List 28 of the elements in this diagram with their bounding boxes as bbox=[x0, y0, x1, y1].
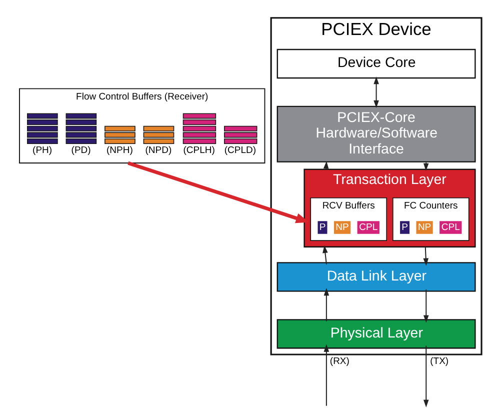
arrow bbox=[323, 344, 329, 406]
node-box: PCIEX-Core Hardware/Software Interface bbox=[276, 106, 476, 162]
arrow bbox=[323, 288, 329, 322]
arrow bbox=[422, 290, 428, 323]
node-label: (CPLH) bbox=[182, 144, 214, 156]
edge-label: (RX) bbox=[329, 356, 349, 367]
node-label: (CPLD) bbox=[224, 144, 256, 156]
node-box: CPL bbox=[438, 220, 462, 235]
node-box: NP bbox=[414, 220, 434, 235]
node-label: (NPD) bbox=[144, 144, 172, 156]
arrow bbox=[422, 346, 428, 408]
node-box: Physical Layer bbox=[276, 319, 476, 349]
node-box: NP bbox=[332, 220, 351, 235]
arrow bbox=[322, 161, 328, 170]
node-box: Data Link Layer bbox=[276, 262, 476, 292]
node-box: P bbox=[398, 220, 410, 235]
node-box: P bbox=[316, 220, 328, 235]
arrow bbox=[322, 245, 328, 264]
arrow bbox=[373, 76, 378, 108]
node-label: (NPH) bbox=[106, 144, 132, 156]
arrow bbox=[422, 246, 428, 266]
node-box: Device Core bbox=[276, 48, 476, 79]
node-label: (PH) bbox=[32, 144, 52, 156]
arrow bbox=[422, 162, 428, 171]
edge-label: (TX) bbox=[430, 356, 448, 367]
node-box: CPL bbox=[356, 220, 380, 235]
node-label: (PD) bbox=[70, 144, 90, 156]
arrow bbox=[127, 161, 308, 224]
